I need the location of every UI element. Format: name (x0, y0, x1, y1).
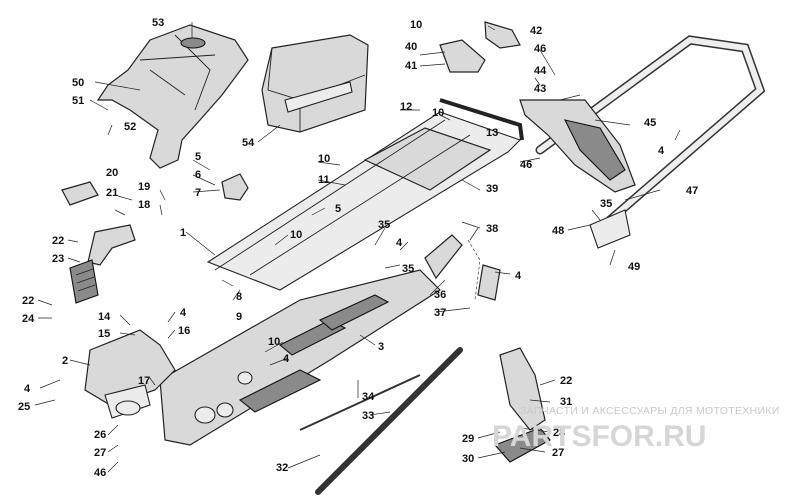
callout-14: 14 (98, 311, 111, 323)
callout-45: 45 (644, 117, 656, 129)
callout-46: 46 (534, 43, 546, 55)
callout-6: 6 (195, 169, 201, 181)
watermark-logo: PARTSFOR.RU (492, 420, 706, 453)
callout-51: 51 (72, 95, 84, 107)
rear-bracket-part (424, 234, 501, 301)
callout-39: 39 (486, 183, 498, 195)
callout-20: 20 (106, 167, 118, 179)
callout-22b: 22 (22, 295, 34, 307)
callout-labels: 1 2 3 4 4 4 4 4 4 5 5 6 7 8 9 10 10 10 1… (18, 17, 698, 479)
block-part (61, 181, 99, 206)
callout-31: 31 (560, 396, 572, 408)
callout-49: 49 (628, 261, 640, 273)
callout-34: 34 (362, 391, 375, 403)
callout-3: 3 (378, 341, 384, 353)
callout-41: 41 (405, 60, 417, 72)
callout-4b: 4 (180, 307, 187, 319)
watermark-caption: ЗАПЧАСТИ И АКСЕССУАРЫ ДЛЯ МОТОТЕХНИКИ (520, 405, 780, 417)
callout-35b: 35 (402, 263, 414, 275)
callout-30: 30 (462, 453, 474, 465)
callout-10e: 10 (268, 336, 280, 348)
handle-part (69, 224, 136, 304)
callout-35: 35 (378, 219, 390, 231)
callout-16: 16 (178, 325, 190, 337)
callout-4c: 4 (396, 237, 403, 249)
callout-10d: 10 (290, 229, 302, 241)
callout-18: 18 (138, 199, 150, 211)
seat-bracket-part (221, 173, 249, 201)
callout-10b: 10 (432, 107, 444, 119)
callout-24: 24 (22, 313, 35, 325)
callout-5b: 5 (335, 203, 341, 215)
rod-part (299, 374, 421, 431)
callout-26: 26 (94, 429, 106, 441)
callout-28: 28 (553, 427, 565, 439)
callout-7: 7 (195, 187, 201, 199)
callout-52: 52 (124, 121, 136, 133)
callout-35c: 35 (600, 198, 612, 210)
callout-15: 15 (98, 328, 110, 340)
callout-33: 33 (362, 410, 374, 422)
callout-38: 38 (486, 223, 498, 235)
callout-10: 10 (410, 19, 422, 31)
callout-5: 5 (195, 151, 201, 163)
storage-bag-part (261, 34, 369, 133)
seat-part (96, 24, 249, 169)
callout-36: 36 (434, 289, 446, 301)
callout-22c: 22 (560, 375, 572, 387)
callout-13: 13 (486, 127, 498, 139)
snow-flap-part (519, 99, 636, 193)
callout-17: 17 (138, 375, 150, 387)
callout-42: 42 (530, 25, 542, 37)
callout-10c: 10 (318, 153, 330, 165)
callout-27b: 27 (552, 447, 564, 459)
callout-46c: 46 (94, 467, 106, 479)
leader-lines (34, 22, 681, 473)
rod-part (315, 347, 463, 495)
callout-4e: 4 (283, 353, 290, 365)
callout-4: 4 (658, 145, 665, 157)
callout-48: 48 (552, 225, 564, 237)
callout-9: 9 (236, 311, 242, 323)
callout-32: 32 (276, 462, 288, 474)
callout-43: 43 (534, 83, 546, 95)
tunnel-deck-part (206, 111, 522, 291)
callout-11: 11 (318, 174, 330, 186)
tunnel-side-part (159, 269, 441, 446)
callout-40: 40 (405, 41, 417, 53)
callout-4d: 4 (515, 270, 522, 282)
callout-19: 19 (138, 181, 150, 193)
rear-rail-part (439, 98, 524, 141)
front-bracket-part (84, 329, 176, 419)
callout-37: 37 (434, 307, 446, 319)
callout-25: 25 (18, 401, 30, 413)
callout-29: 29 (462, 433, 474, 445)
callout-53: 53 (152, 17, 164, 29)
callout-4f: 4 (24, 383, 31, 395)
footrest-part (494, 347, 551, 463)
callout-50: 50 (72, 77, 84, 89)
callout-21: 21 (106, 187, 118, 199)
callout-12: 12 (400, 101, 412, 113)
watermark: ЗАПЧАСТИ И АКСЕССУАРЫ ДЛЯ МОТОТЕХНИКИ PA… (492, 405, 780, 453)
callout-2: 2 (62, 355, 68, 367)
callout-54: 54 (242, 137, 255, 149)
pad-part (484, 21, 521, 49)
callout-22: 22 (52, 235, 64, 247)
callout-46b: 46 (520, 159, 532, 171)
callout-47: 47 (686, 185, 698, 197)
rear-bumper-part (535, 35, 766, 249)
hinge-part (439, 39, 486, 73)
callout-8: 8 (236, 291, 242, 303)
callout-23: 23 (52, 253, 64, 265)
callout-1: 1 (180, 227, 186, 239)
callout-27: 27 (94, 447, 106, 459)
callout-44: 44 (534, 65, 547, 77)
